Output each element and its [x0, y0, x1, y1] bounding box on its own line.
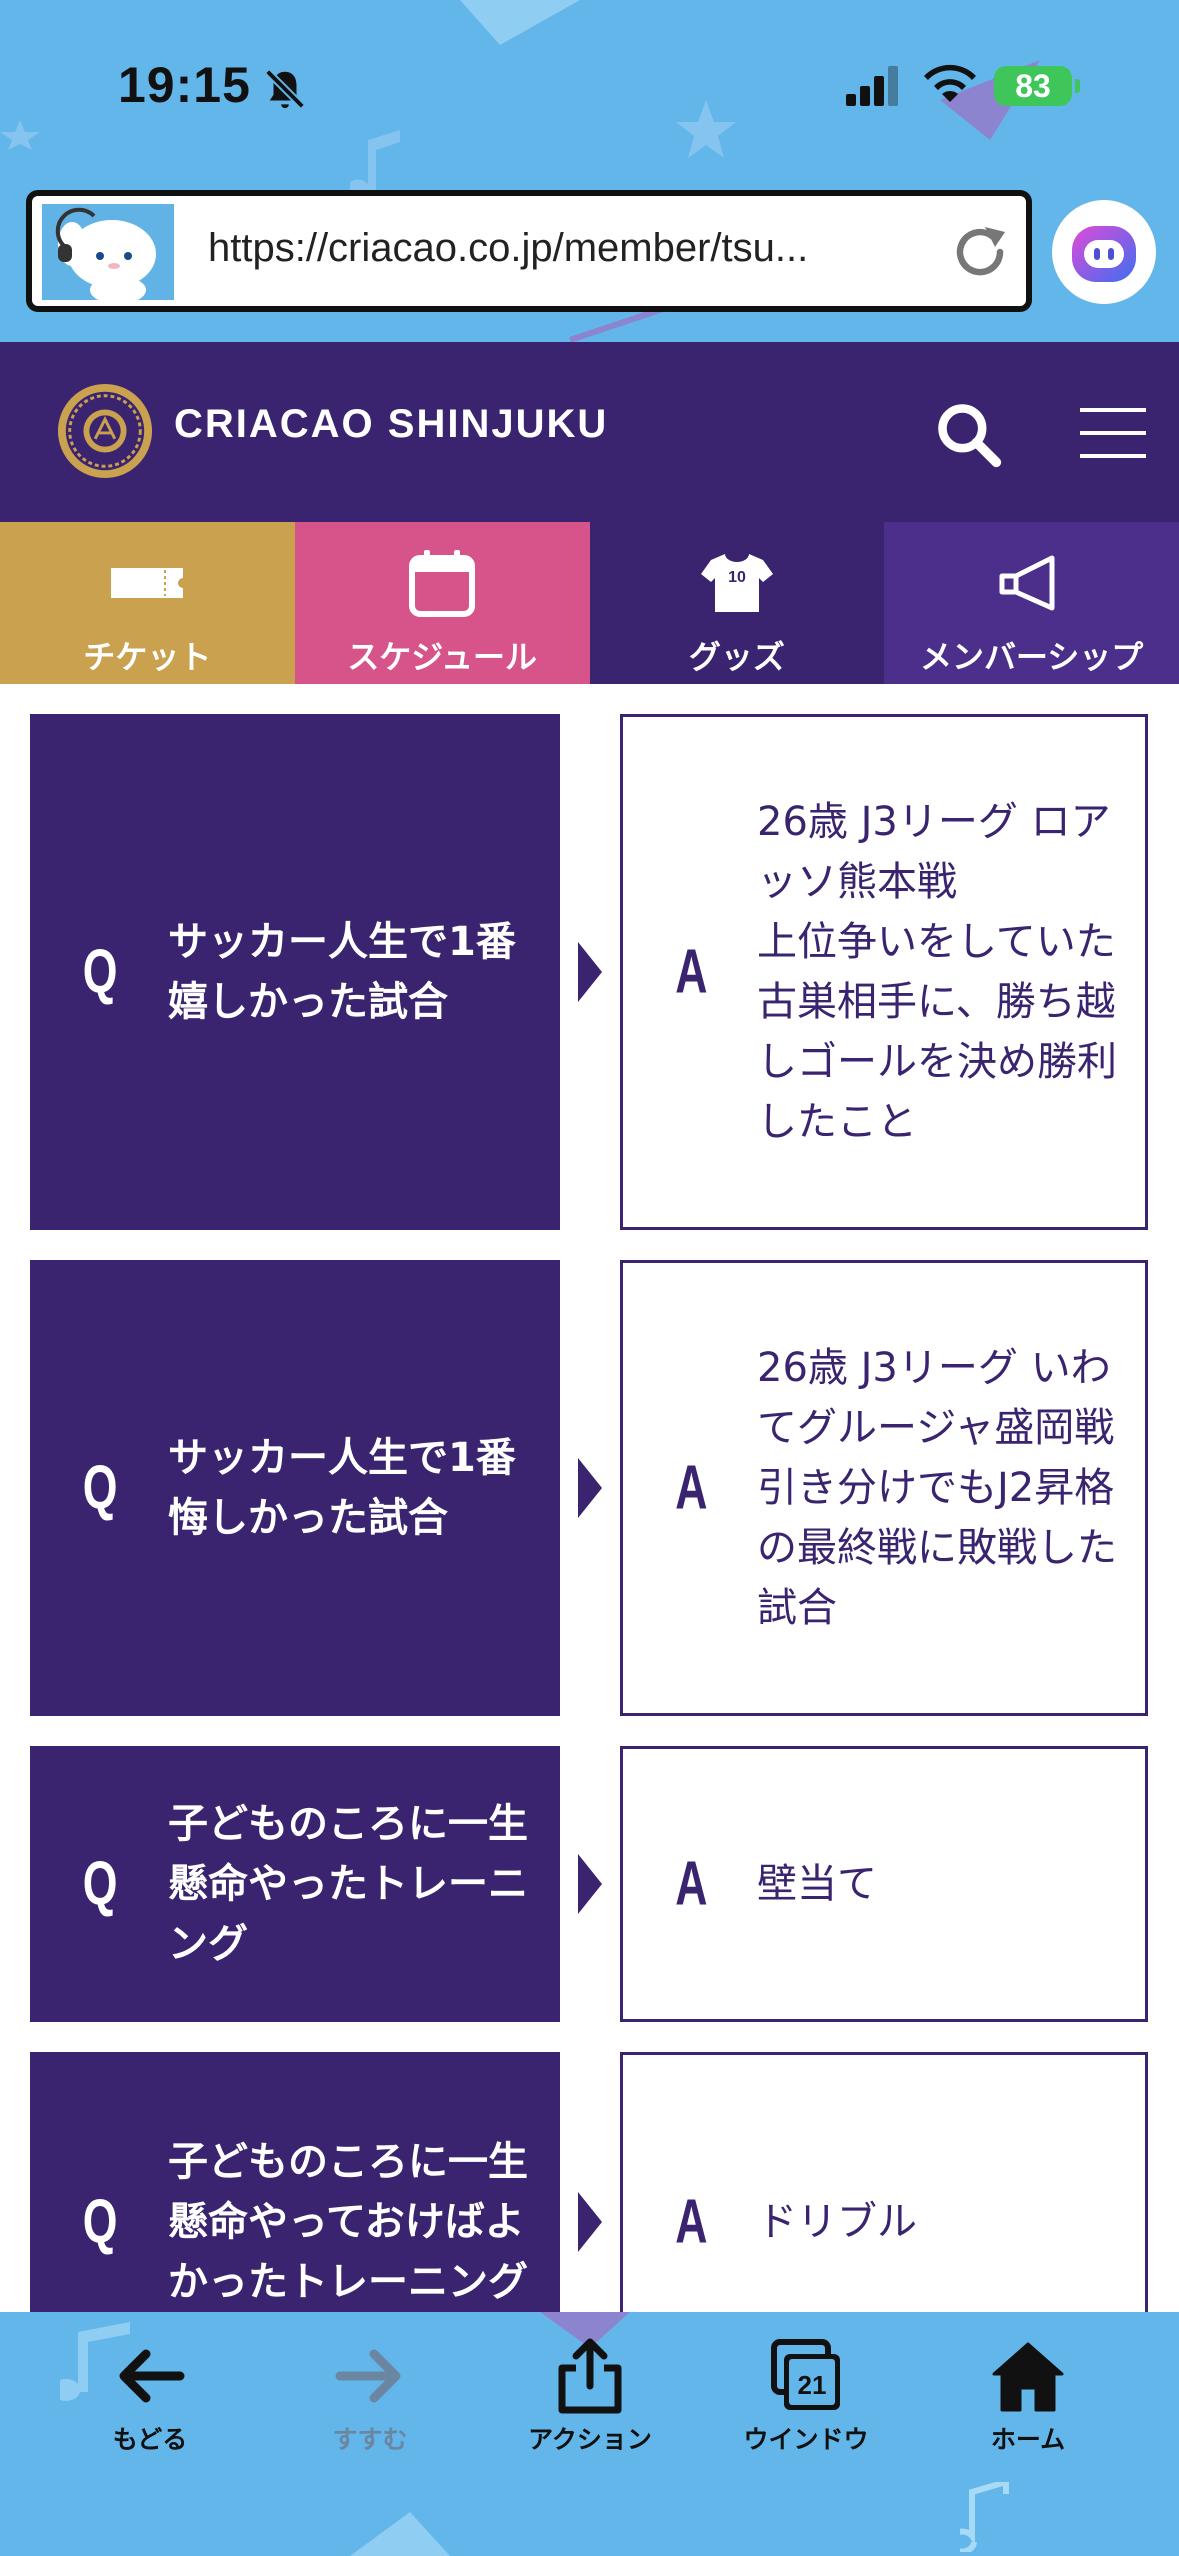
tab-membership[interactable]: メンバーシップ	[884, 522, 1179, 684]
triangle-decoration-icon	[460, 0, 580, 45]
site-header: CRIACAO SHINJUKU	[0, 342, 1179, 522]
arrow-left-icon	[119, 2349, 185, 2403]
qa-item: Q サッカー人生で1番悔しかった試合 A 26歳 J3リーグ いわてグルージャ盛…	[30, 1260, 1148, 1716]
share-icon	[558, 2338, 622, 2414]
question-text: サッカー人生で1番嬉しかった試合	[168, 919, 516, 1025]
bell-muted-icon	[265, 69, 305, 109]
answer-box: A ドリブル	[620, 2052, 1148, 2312]
home-icon	[992, 2342, 1064, 2412]
answer-marker: A	[675, 2187, 708, 2257]
tab-label: スケジュール	[347, 638, 537, 676]
question-marker: Q	[82, 1453, 118, 1523]
question-text: サッカー人生で1番悔しかった試合	[168, 1435, 516, 1541]
back-label: もどる	[112, 2425, 188, 2454]
tab-schedule[interactable]: スケジュール	[294, 522, 590, 684]
svg-text:10: 10	[728, 569, 746, 586]
calendar-icon	[409, 550, 476, 617]
window-label: ウインドウ	[743, 2425, 869, 2454]
status-time: 19:15	[118, 57, 251, 113]
qa-item: Q 子どものころに一生懸命やったトレーニング A 壁当て	[30, 1746, 1148, 2022]
answer-box: A 26歳 J3リーグ ロアッソ熊本戦 上位争いをしていた古巣相手に、勝ち越しゴ…	[620, 714, 1148, 1230]
arrow-right-icon	[578, 2192, 602, 2252]
assistant-bot-icon	[1072, 226, 1136, 282]
action-button[interactable]: アクション	[500, 2312, 680, 2462]
tab-goods[interactable]: 10 グッズ	[589, 522, 885, 684]
question-text: 子どものころに一生懸命やっておけばよかったトレーニング	[168, 2139, 528, 2305]
answer-marker: A	[675, 1453, 708, 1523]
answer-box: A 26歳 J3リーグ いわてグルージャ盛岡戦 引き分けでもJ2昇格の最終戦に敗…	[620, 1260, 1148, 1716]
answer-box: A 壁当て	[620, 1746, 1148, 2022]
window-button[interactable]: 21 ウインドウ	[716, 2312, 896, 2462]
assistant-button[interactable]	[1052, 200, 1156, 304]
home-button[interactable]: ホーム	[938, 2312, 1118, 2462]
arrow-right-icon	[578, 1854, 602, 1914]
tab-label: チケット	[83, 638, 212, 676]
ticket-icon	[111, 568, 184, 598]
category-nav: チケット スケジュール 10 グッズ メンバーシップ	[0, 522, 1179, 684]
browser-top-chrome: 19:15 83 https://cria	[0, 0, 1179, 342]
windows-icon: 21	[771, 2339, 840, 2410]
tab-label: グッズ	[688, 638, 785, 676]
search-icon[interactable]	[934, 400, 1002, 468]
wifi-icon	[924, 64, 976, 102]
qa-item: Q 子どものころに一生懸命やっておけばよかったトレーニング A ドリブル	[30, 2052, 1148, 2312]
answer-text: 26歳 J3リーグ ロアッソ熊本戦 上位争いをしていた古巣相手に、勝ち越しゴール…	[757, 799, 1117, 1145]
qa-content: Q サッカー人生で1番嬉しかった試合 A 26歳 J3リーグ ロアッソ熊本戦 上…	[0, 684, 1179, 2312]
battery-indicator: 83	[994, 66, 1080, 106]
site-logo-text[interactable]: CRIACAO SHINJUKU	[174, 402, 609, 446]
club-emblem-icon[interactable]	[56, 382, 154, 480]
answer-text: 壁当て	[757, 1861, 877, 1907]
question-box: Q サッカー人生で1番悔しかった試合	[30, 1260, 560, 1716]
hamburger-menu-icon[interactable]	[1080, 406, 1146, 460]
question-marker: Q	[82, 937, 118, 1007]
jersey-icon: 10	[700, 554, 773, 612]
reload-icon[interactable]	[950, 222, 1010, 282]
answer-text: ドリブル	[757, 2199, 917, 2245]
tab-label: メンバーシップ	[919, 638, 1144, 676]
qa-item: Q サッカー人生で1番嬉しかった試合 A 26歳 J3リーグ ロアッソ熊本戦 上…	[30, 714, 1148, 1230]
star-decoration-icon	[0, 120, 40, 150]
back-button[interactable]: もどる	[60, 2312, 240, 2462]
note-decoration-icon	[60, 2322, 130, 2401]
mascot-character-icon	[55, 207, 156, 300]
answer-marker: A	[675, 1849, 708, 1919]
question-marker: Q	[82, 2187, 118, 2257]
arrow-right-icon	[335, 2349, 401, 2403]
question-box: Q サッカー人生で1番嬉しかった試合	[30, 714, 560, 1230]
megaphone-icon	[999, 555, 1055, 611]
arrow-right-icon	[578, 1458, 602, 1518]
triangle-decoration-icon	[350, 2512, 450, 2556]
tab-ticket[interactable]: チケット	[0, 522, 295, 684]
site-thumbnail	[42, 204, 174, 300]
star-decoration-icon	[676, 100, 736, 158]
answer-text: 26歳 J3リーグ いわてグルージャ盛岡戦 引き分けでもJ2昇格の最終戦に敗戦し…	[757, 1345, 1117, 1631]
forward-button[interactable]: すすむ	[280, 2312, 460, 2462]
note-decoration-icon	[350, 130, 400, 200]
home-label: ホーム	[990, 2425, 1066, 2454]
address-bar[interactable]: https://criacao.co.jp/member/tsu...	[26, 190, 1032, 312]
question-box: Q 子どものころに一生懸命やったトレーニング	[30, 1746, 560, 2022]
note-decoration-icon	[960, 2482, 1009, 2552]
action-label: アクション	[528, 2425, 652, 2454]
question-marker: Q	[82, 1849, 118, 1919]
triangle-decoration-icon	[540, 2312, 630, 2348]
forward-label: すすむ	[332, 2425, 408, 2454]
cellular-signal-icon	[846, 66, 898, 106]
window-count: 21	[798, 2370, 827, 2400]
browser-toolbar: もどる すすむ アクション 21 ウインドウ ホーム	[0, 2312, 1179, 2556]
url-text: https://criacao.co.jp/member/tsu...	[208, 226, 809, 270]
question-text: 子どものころに一生懸命やったトレーニング	[168, 1801, 528, 1967]
arrow-right-icon	[578, 942, 602, 1002]
question-box: Q 子どものころに一生懸命やっておけばよかったトレーニング	[30, 2052, 560, 2312]
answer-marker: A	[675, 937, 708, 1007]
